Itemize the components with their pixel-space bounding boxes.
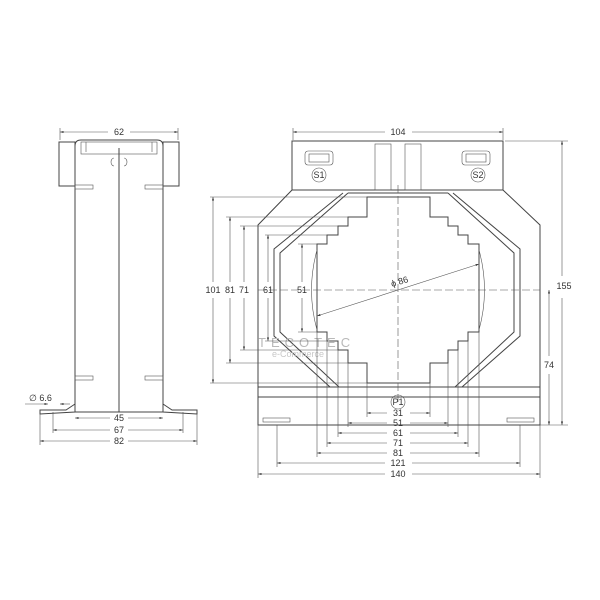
dim-51: 51 (297, 285, 307, 295)
dim-74: 74 (544, 360, 554, 370)
terminal-s2-label: S2 (472, 170, 483, 180)
dim-101: 101 (205, 285, 220, 295)
terminal-s2-slot (461, 150, 491, 166)
front-view: S1 S2 ϕ 86 P1 TECOTEC e-Commerce 104 155… (205, 127, 571, 479)
dim-155: 155 (556, 281, 571, 291)
dim-121: 121 (390, 458, 405, 468)
side-foot-left (39, 403, 76, 415)
watermark-logo: TECOTEC (258, 335, 355, 350)
terminal-s1-slot (304, 150, 334, 166)
primary-bar-left (374, 143, 392, 191)
dim-71: 71 (239, 285, 249, 295)
side-foot-right (162, 403, 198, 415)
terminal-p1-label: P1 (392, 397, 403, 407)
dim-81-h: 81 (393, 448, 403, 458)
side-ear-right (162, 141, 180, 187)
dim-31: 31 (393, 408, 403, 418)
dim-61: 61 (263, 285, 273, 295)
dim-side-62: 62 (114, 127, 124, 137)
dim-side-82: 82 (114, 436, 124, 446)
dim-61-h: 61 (393, 428, 403, 438)
side-ear-left (58, 141, 76, 187)
side-view: 62 45 67 82 ∅ 6.6 (25, 127, 198, 446)
dim-51-h: 51 (393, 418, 403, 428)
vertical-dimensions: 101 81 71 61 51 (205, 196, 367, 384)
watermark-sub: e-Commerce (272, 349, 324, 359)
dim-hole-diameter: ∅ 6.6 (29, 393, 52, 403)
dim-71-h: 71 (393, 438, 403, 448)
dim-diameter: ϕ 86 (390, 274, 410, 289)
terminal-s1-label: S1 (313, 170, 324, 180)
dim-side-45: 45 (114, 413, 124, 423)
dim-81: 81 (225, 285, 235, 295)
horizontal-dimensions: 31 51 61 71 81 121 140 (257, 332, 541, 479)
primary-bar-right (404, 143, 422, 191)
dim-side-67: 67 (114, 425, 124, 435)
dim-104: 104 (390, 127, 405, 137)
dim-140: 140 (390, 469, 405, 479)
